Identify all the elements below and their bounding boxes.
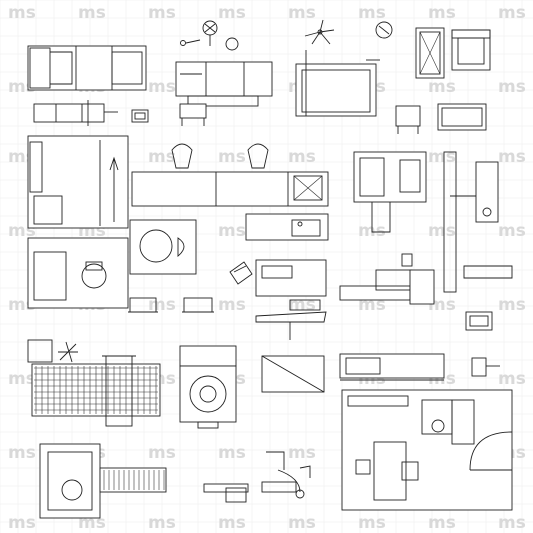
watermark: ms bbox=[148, 77, 176, 97]
watermark: ms bbox=[288, 443, 316, 463]
stretcher-cabinet bbox=[203, 483, 249, 503]
iv-stand bbox=[180, 20, 239, 51]
watermark: ms bbox=[218, 443, 246, 463]
watermark: ms bbox=[428, 147, 456, 167]
gurney bbox=[437, 103, 487, 131]
infusion-pump bbox=[229, 261, 253, 285]
small-device bbox=[131, 109, 149, 123]
watermark: ms bbox=[498, 147, 526, 167]
chair-trolley bbox=[33, 100, 118, 126]
xray-ceiling-rail bbox=[443, 151, 513, 293]
bed-mesh bbox=[34, 366, 158, 414]
stool bbox=[179, 103, 207, 126]
hospital-bed bbox=[261, 355, 325, 393]
watermark: ms bbox=[498, 369, 526, 389]
scanner-table bbox=[339, 253, 435, 305]
watermark: ms bbox=[8, 369, 36, 389]
armchair bbox=[451, 29, 491, 71]
watermark: ms bbox=[148, 3, 176, 23]
watermark: ms bbox=[218, 147, 246, 167]
watermark: ms bbox=[428, 295, 456, 315]
watermark: ms bbox=[498, 77, 526, 97]
c-arm-xray bbox=[353, 151, 427, 233]
monitor-cart bbox=[465, 311, 493, 331]
watermark: ms bbox=[288, 147, 316, 167]
watermark: ms bbox=[288, 3, 316, 23]
side-cabinet bbox=[415, 27, 445, 79]
sink-counter bbox=[245, 213, 329, 241]
watermark: ms bbox=[428, 221, 456, 241]
watermark: ms bbox=[8, 513, 36, 533]
examination-table bbox=[295, 50, 380, 117]
surgical-unit bbox=[129, 219, 197, 275]
watermark: ms bbox=[148, 443, 176, 463]
office-chair bbox=[304, 19, 335, 45]
desk-cabinet bbox=[175, 61, 273, 107]
watermark: ms bbox=[8, 443, 36, 463]
watermark: ms bbox=[218, 513, 246, 533]
watermark: ms bbox=[218, 221, 246, 241]
watermark: ms bbox=[498, 513, 526, 533]
small-device bbox=[471, 357, 500, 377]
dental-chair bbox=[27, 237, 129, 309]
hospital-bed bbox=[27, 45, 147, 91]
watermark: ms bbox=[428, 3, 456, 23]
door bbox=[469, 431, 513, 471]
nurse-counter bbox=[131, 143, 329, 207]
wheelchair bbox=[128, 297, 214, 313]
round-table bbox=[375, 21, 393, 39]
ultrasound-scanner bbox=[339, 353, 445, 381]
watermark: ms bbox=[498, 295, 526, 315]
patient-room bbox=[27, 135, 129, 229]
belt-mesh bbox=[103, 470, 165, 490]
watermark: ms bbox=[498, 221, 526, 241]
watermark: ms bbox=[428, 513, 456, 533]
watermark: ms bbox=[498, 3, 526, 23]
lab-bench bbox=[255, 259, 327, 311]
mri-scanner bbox=[179, 345, 237, 429]
bathroom-unit bbox=[39, 443, 167, 519]
bedside-table bbox=[395, 105, 421, 134]
watermark: ms bbox=[148, 295, 176, 315]
treatment-bed bbox=[27, 339, 161, 427]
consultation-room bbox=[341, 389, 513, 511]
watermark: ms bbox=[428, 77, 456, 97]
watermark: ms bbox=[358, 513, 386, 533]
watermark: ms bbox=[218, 3, 246, 23]
watermark: ms bbox=[78, 3, 106, 23]
watermark: ms bbox=[148, 147, 176, 167]
watermark: ms bbox=[288, 513, 316, 533]
operating-table bbox=[255, 311, 327, 340]
watermark: ms bbox=[358, 3, 386, 23]
watermark: ms bbox=[218, 295, 246, 315]
watermark: ms bbox=[8, 3, 36, 23]
c-arm-xray bbox=[261, 451, 311, 499]
watermark: ms bbox=[288, 295, 316, 315]
watermark: ms bbox=[148, 513, 176, 533]
